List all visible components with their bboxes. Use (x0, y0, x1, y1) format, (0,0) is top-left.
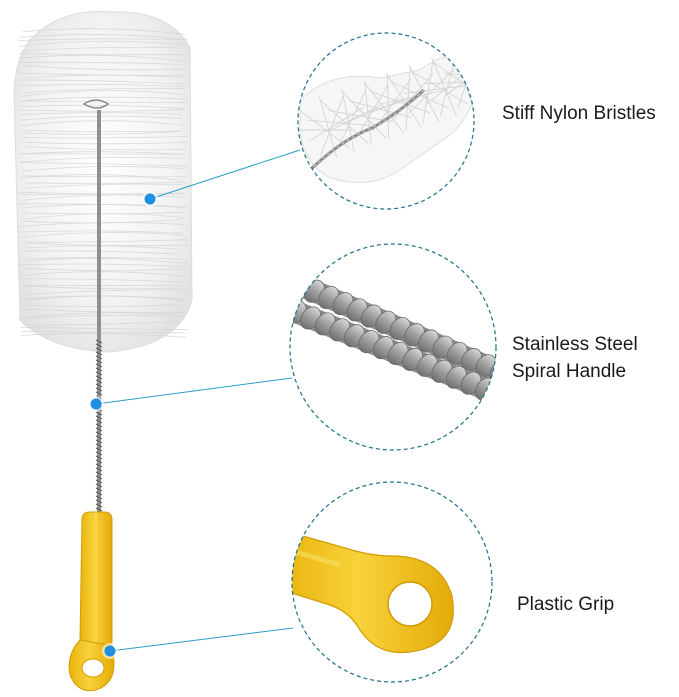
zoom-circle-bristles (288, 25, 508, 225)
label-stainless-steel-spiral-handle: Stainless Steel Spiral Handle (512, 331, 638, 385)
label-line-1: Stainless Steel (512, 331, 638, 358)
zoom-circle-handle (282, 240, 515, 460)
label-stiff-nylon-bristles: Stiff Nylon Bristles (502, 100, 656, 127)
plastic-grip (69, 512, 114, 691)
label-text: Plastic Grip (517, 594, 614, 615)
label-plastic-grip: Plastic Grip (517, 591, 614, 618)
label-line-2: Spiral Handle (512, 358, 638, 385)
bristle-head (14, 12, 192, 352)
label-text: Stiff Nylon Bristles (502, 103, 656, 124)
zoom-circle-grip (282, 480, 498, 690)
